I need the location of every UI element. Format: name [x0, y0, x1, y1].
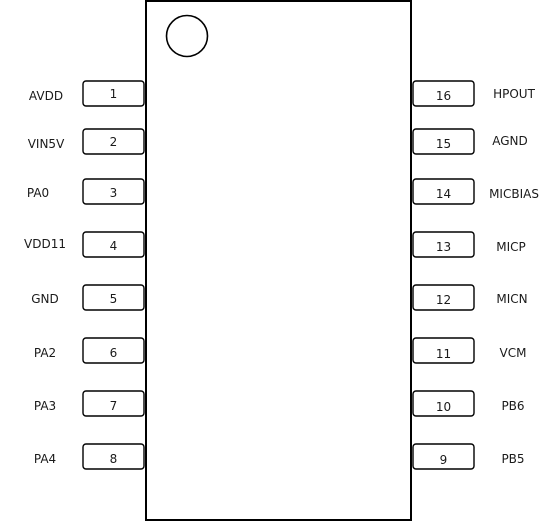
pin-name: AGND [492, 134, 528, 148]
pin-number: 12 [436, 293, 451, 307]
pin-box [412, 284, 475, 311]
pin-box [412, 390, 475, 417]
right-pin-16: 16 HPOUT [412, 80, 536, 107]
pin-name: MICP [496, 240, 526, 254]
pin-number: 13 [436, 240, 451, 254]
pin1-marker-dot [165, 14, 209, 58]
left-pin-4: 4 VDD11 [24, 231, 145, 258]
pin-name: PA0 [27, 186, 49, 200]
pin-number: 3 [110, 186, 118, 200]
pin-number: 4 [110, 239, 118, 253]
pin-box [82, 443, 145, 470]
pin-box [82, 337, 145, 364]
pin-name: MICN [496, 292, 527, 306]
right-pin-9: 9 PB5 [412, 443, 525, 470]
pin-number: 15 [436, 137, 451, 151]
pin-number: 7 [110, 399, 118, 413]
pin-name: AVDD [29, 89, 63, 103]
pin-box [82, 231, 145, 258]
pin-name: MICBIAS [489, 187, 539, 201]
pin-box [412, 337, 475, 364]
left-pin-8: 8 PA4 [34, 443, 145, 470]
pin-box [82, 128, 145, 155]
right-pin-14: 14 MICBIAS [412, 178, 539, 205]
pin-box [412, 128, 475, 155]
right-pin-12: 12 MICN [412, 284, 528, 311]
pin-name: VIN5V [28, 137, 65, 151]
pin-box [82, 178, 145, 205]
pin-name: HPOUT [493, 87, 535, 101]
ic-body [145, 0, 412, 521]
pin-number: 5 [110, 292, 118, 306]
pin-box [82, 80, 145, 107]
pin-name: VDD11 [24, 237, 66, 251]
pin-box [412, 231, 475, 258]
pin-number: 6 [110, 346, 118, 360]
pin-number: 1 [110, 87, 118, 101]
pin-name: PB5 [501, 452, 524, 466]
left-pin-5: 5 GND [31, 284, 145, 311]
pin-name: VCM [500, 346, 527, 360]
pin-box [82, 284, 145, 311]
pin-name: PA3 [34, 399, 56, 413]
pin-number: 16 [436, 89, 451, 103]
left-pin-2: 2 VIN5V [28, 128, 145, 155]
right-pin-11: 11 VCM [412, 337, 527, 364]
pin-name: GND [31, 292, 59, 306]
pin-box [412, 80, 475, 107]
pin-number: 10 [436, 400, 451, 414]
left-pin-1: 1 AVDD [29, 80, 145, 107]
left-pin-6: 6 PA2 [34, 337, 145, 364]
right-pin-15: 15 AGND [412, 128, 528, 155]
right-pin-13: 13 MICP [412, 231, 526, 258]
pin-name: PA4 [34, 452, 56, 466]
pin-number: 2 [110, 135, 118, 149]
left-pin-3: 3 PA0 [27, 178, 145, 205]
pin-name: PA2 [34, 346, 56, 360]
pin-box [82, 390, 145, 417]
pin-number: 9 [440, 453, 448, 467]
pin-name: PB6 [501, 399, 524, 413]
pin-number: 14 [436, 187, 451, 201]
left-pin-7: 7 PA3 [34, 390, 145, 417]
pin-number: 8 [110, 452, 118, 466]
pin-box [412, 443, 475, 470]
pin-number: 11 [436, 347, 451, 361]
right-pin-10: 10 PB6 [412, 390, 525, 417]
pin-box [412, 178, 475, 205]
